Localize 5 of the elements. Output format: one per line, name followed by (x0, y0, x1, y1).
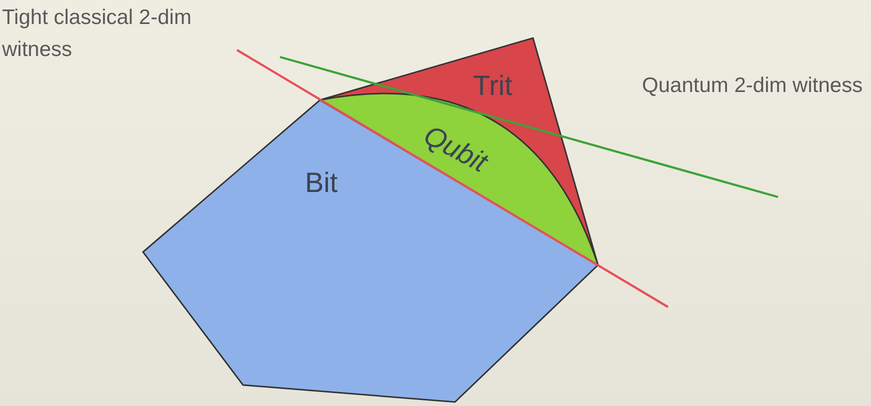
line-label: Tight classical 2-dim witness (2, 5, 192, 63)
line-label: Quantum 2-dim witness (642, 73, 864, 99)
region-label: Trit (473, 70, 512, 102)
region-label: Qubit (418, 119, 493, 179)
region-label: Bit (305, 167, 338, 199)
